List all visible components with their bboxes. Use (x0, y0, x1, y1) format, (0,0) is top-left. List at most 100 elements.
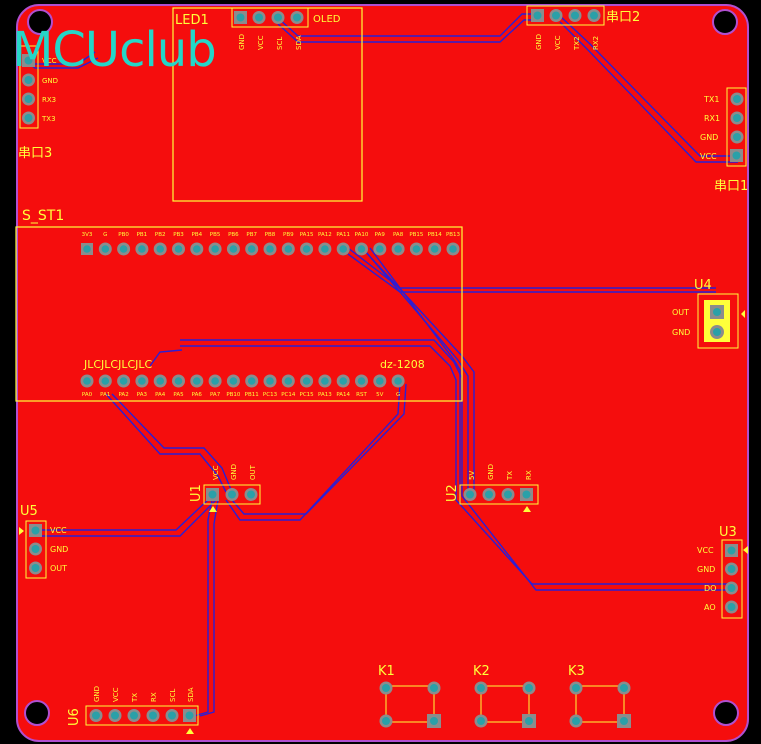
s-st1-bottom-pin: PC14 (281, 374, 296, 398)
s-st1-bottom-pin-label: PA13 (318, 392, 332, 398)
s-st1-top-pin-label: PB3 (173, 232, 184, 238)
s-st1-top-pin-label: G (103, 232, 107, 238)
oled-label: OLED (313, 14, 341, 25)
u3-sensor[interactable]: U3 VCC GND DO AO (697, 525, 748, 619)
oled-pin-vcc: VCC (257, 35, 265, 50)
s-st1-top-pin: PB3 (172, 232, 185, 256)
uart2-header[interactable]: 串口2 GND VCC TX2 RX2 (526, 5, 640, 51)
u1-label: U1 (189, 484, 204, 502)
s-st1-bottom-pin-label: PA4 (155, 392, 166, 398)
uart3-pin-tx3: TX3 (41, 115, 56, 123)
s-st1-top-pin-label: PB15 (409, 232, 424, 238)
s-st1-bottom-pin-label: PA1 (100, 392, 110, 398)
s-st1-bottom-pin-label: PA14 (336, 392, 350, 398)
s-st1-top-pin: PB13 (446, 232, 461, 256)
s-st1-bottom-pin: PA3 (135, 374, 149, 398)
oled-pin-scl: SCL (276, 37, 284, 50)
u2-module[interactable]: U2 5V GND TX RX (445, 464, 539, 512)
uart1-pin-gnd: GND (700, 133, 718, 142)
u6-pin-scl: SCL (169, 689, 177, 702)
s-st1-bottom-pin-label: PB11 (245, 392, 259, 398)
s-st1-bottom-pin: PA13 (318, 374, 332, 398)
s-st1-top-pin: PA8 (391, 232, 405, 256)
button-k1[interactable]: K1 (378, 664, 441, 728)
uart2-pin-rx2: RX2 (592, 36, 600, 50)
s-st1-bottom-pin-label: RST (356, 392, 367, 398)
u5-sensor[interactable]: U5 VCC GND OUT (19, 504, 68, 579)
s-st1-top-pin: PA15 (300, 232, 314, 256)
s-st1-bottom-pin: RST (355, 374, 368, 398)
u1-pin-gnd: GND (230, 464, 238, 480)
s-st1-top-pin-label: PB7 (246, 232, 257, 238)
k1-label: K1 (378, 664, 395, 679)
board-outline (16, 4, 749, 742)
u5-pin-vcc: VCC (50, 526, 67, 535)
u6-pin-rx: RX (150, 692, 158, 702)
u4-label: U4 (694, 278, 712, 293)
u2-pin-rx: RX (525, 470, 533, 480)
oled-pin-sda: SDA (295, 35, 303, 50)
mounting-holes (24, 9, 739, 726)
k2-label: K2 (473, 664, 490, 679)
s-st1-bottom-pin-label: PA2 (118, 392, 128, 398)
s-st1-top-pin-label: PB5 (210, 232, 221, 238)
s-st1-top-pin: PB4 (190, 232, 204, 256)
uart3-pin-gnd: GND (42, 77, 58, 85)
s-st1-top-pin: PB5 (208, 232, 222, 256)
s-st1-top-pin-label: 3V3 (82, 232, 93, 238)
s-st1-bottom-pin: PA0 (80, 374, 94, 398)
s-st1-top-pin-label: PB14 (428, 232, 443, 238)
mcuclub-logo: MCUclub (12, 22, 217, 78)
s-st1-top-pin-label: PB0 (118, 232, 129, 238)
u6-module[interactable]: U6 GND VCC TX RX SCL SDA (67, 686, 199, 734)
u1-sensor[interactable]: U1 VCC GND OUT (189, 464, 261, 512)
s-st1-top-pin-label: PB1 (137, 232, 148, 238)
u3-label: U3 (719, 525, 737, 540)
uart3-pin-rx3: RX3 (42, 96, 56, 104)
u2-pin-5v: 5V (468, 471, 476, 480)
uart2-pin-gnd: GND (535, 34, 543, 50)
s-st1-bottom-pin-label: G (396, 392, 400, 398)
s-st1-bottom-pin: 5V (373, 374, 387, 398)
s-st1-top-pin-label: PB4 (192, 232, 203, 238)
s-st1-bottom-pin: PA5 (172, 374, 185, 398)
u1-pin-vcc: VCC (212, 465, 220, 480)
s-st1-bottom-pin-label: PC15 (300, 392, 315, 398)
s-st1-silk-right: dz-1208 (380, 358, 425, 371)
uart1-pin-rx1: RX1 (704, 114, 720, 123)
s-st1-top-pin-label: PB9 (283, 232, 294, 238)
button-k3[interactable]: K3 (568, 664, 631, 728)
s-st1-top-pin: PB1 (135, 232, 149, 256)
uart1-pin-tx1: TX1 (703, 95, 719, 104)
s-st1-top-pin: G (98, 232, 112, 256)
u4-sensor[interactable]: U4 OUT GND (672, 278, 745, 349)
uart1-header[interactable]: TX1 RX1 GND VCC 串口1 (700, 87, 748, 194)
u4-pin-out: OUT (672, 308, 689, 317)
s-st1-bottom-pin-label: PA7 (210, 392, 221, 398)
uart3-pin-vcc: VCC (42, 57, 57, 65)
uart2-pin-tx2: TX2 (573, 36, 581, 51)
u6-pin-gnd: GND (93, 686, 101, 702)
uart3-header[interactable]: VCC GND RX3 TX3 串口3 (18, 45, 58, 161)
s-st1-bottom-pin: PC13 (263, 374, 278, 398)
s-st1-top-pin: PB15 (409, 232, 424, 256)
u2-label: U2 (445, 484, 460, 502)
u3-pin-ao: AO (704, 603, 716, 612)
s-st1-top-pin: PA12 (318, 232, 332, 256)
s-st1-top-pin: PB6 (226, 232, 240, 256)
u6-pin-sda: SDA (187, 687, 195, 702)
button-k2[interactable]: K2 (473, 664, 536, 728)
u6-pin-tx: TX (131, 693, 139, 703)
oled-led1[interactable]: LED1 OLED GND VCC SCL SDA (172, 7, 363, 202)
u3-pin-gnd: GND (697, 565, 715, 574)
s-st1-bottom-pin: G (391, 374, 405, 398)
s-st1-bottom-pin-label: PA5 (173, 392, 184, 398)
s-st1-top-pin-label: PA9 (375, 232, 386, 238)
u6-pin-vcc: VCC (112, 687, 120, 702)
s-st1-bottom-pin: PB11 (245, 374, 259, 398)
s-st1-bottom-pin-label: PC13 (263, 392, 278, 398)
s-st1-bottom-pin-label: PB10 (226, 392, 241, 398)
